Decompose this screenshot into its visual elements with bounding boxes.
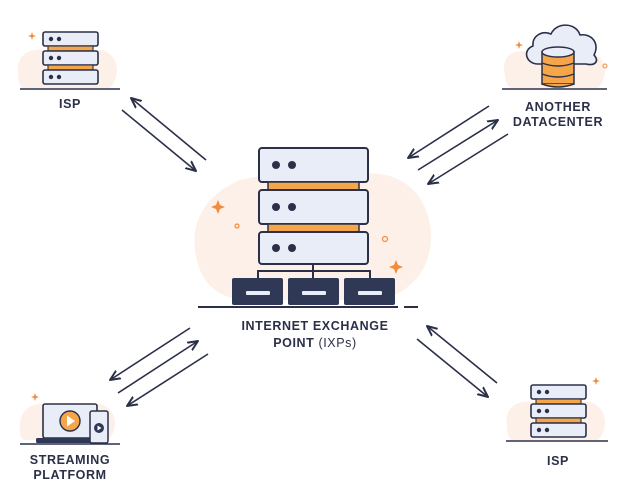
streaming-platform-label: STREAMING PLATFORM (15, 453, 125, 483)
database-icon (541, 46, 575, 88)
bubble-decor (390, 183, 402, 195)
bubble-decor (235, 180, 245, 190)
arrows-top-right (408, 105, 509, 184)
arrows-bottom-left (110, 327, 209, 406)
arrow (416, 338, 488, 397)
arrow (131, 98, 207, 161)
isp-label-top-left: ISP (59, 97, 81, 111)
server-unit-3 (258, 231, 369, 265)
switch-connector-lines (257, 264, 371, 278)
datacenter-label: ANOTHER DATACENTER (498, 100, 618, 130)
ixp-label: INTERNET EXCHANGE POINT (IXPs) (220, 318, 410, 352)
streaming-label-line1: STREAMING (29, 453, 111, 467)
arrow (117, 341, 198, 394)
arrow (428, 133, 509, 184)
isp-server-top-left (17, 31, 120, 90)
switch-blocks (232, 278, 395, 305)
arrows-top-left (121, 98, 207, 171)
streaming-label-line2: PLATFORM (33, 468, 107, 482)
arrows-bottom-right (416, 326, 498, 397)
dot-decor (381, 235, 389, 243)
arrow (408, 105, 490, 158)
phone-icon (89, 410, 109, 444)
arrow (110, 327, 191, 380)
datacenter-cloud-top-right (502, 24, 608, 90)
ixp-server-stack (194, 147, 432, 308)
server-stripe (267, 181, 360, 191)
isp-server-bottom-right (506, 377, 608, 442)
server-stripe (267, 223, 360, 233)
sparkle-icon (389, 260, 403, 274)
ixp-label-abbrev: (IXPs) (318, 336, 357, 350)
ixp-label-line2: POINT (IXPs) (220, 335, 410, 352)
streaming-device-bottom-left (19, 393, 120, 445)
datacenter-label-line2: DATACENTER (512, 115, 604, 129)
arrow (417, 120, 498, 171)
arrow (121, 109, 196, 171)
bubble-decor (396, 206, 424, 234)
dot-decor (234, 223, 240, 229)
ixp-label-line1: INTERNET EXCHANGE (241, 319, 389, 333)
server-unit-1 (258, 147, 369, 183)
ixp-label-point: POINT (273, 336, 315, 350)
sparkle-icon (211, 200, 225, 214)
arrow (127, 353, 209, 406)
isp-label-bottom-right: ISP (547, 454, 569, 468)
datacenter-label-line1: ANOTHER (524, 100, 591, 114)
laptop-icon (36, 403, 104, 443)
arrow (427, 326, 498, 384)
server-unit-2 (258, 189, 369, 225)
